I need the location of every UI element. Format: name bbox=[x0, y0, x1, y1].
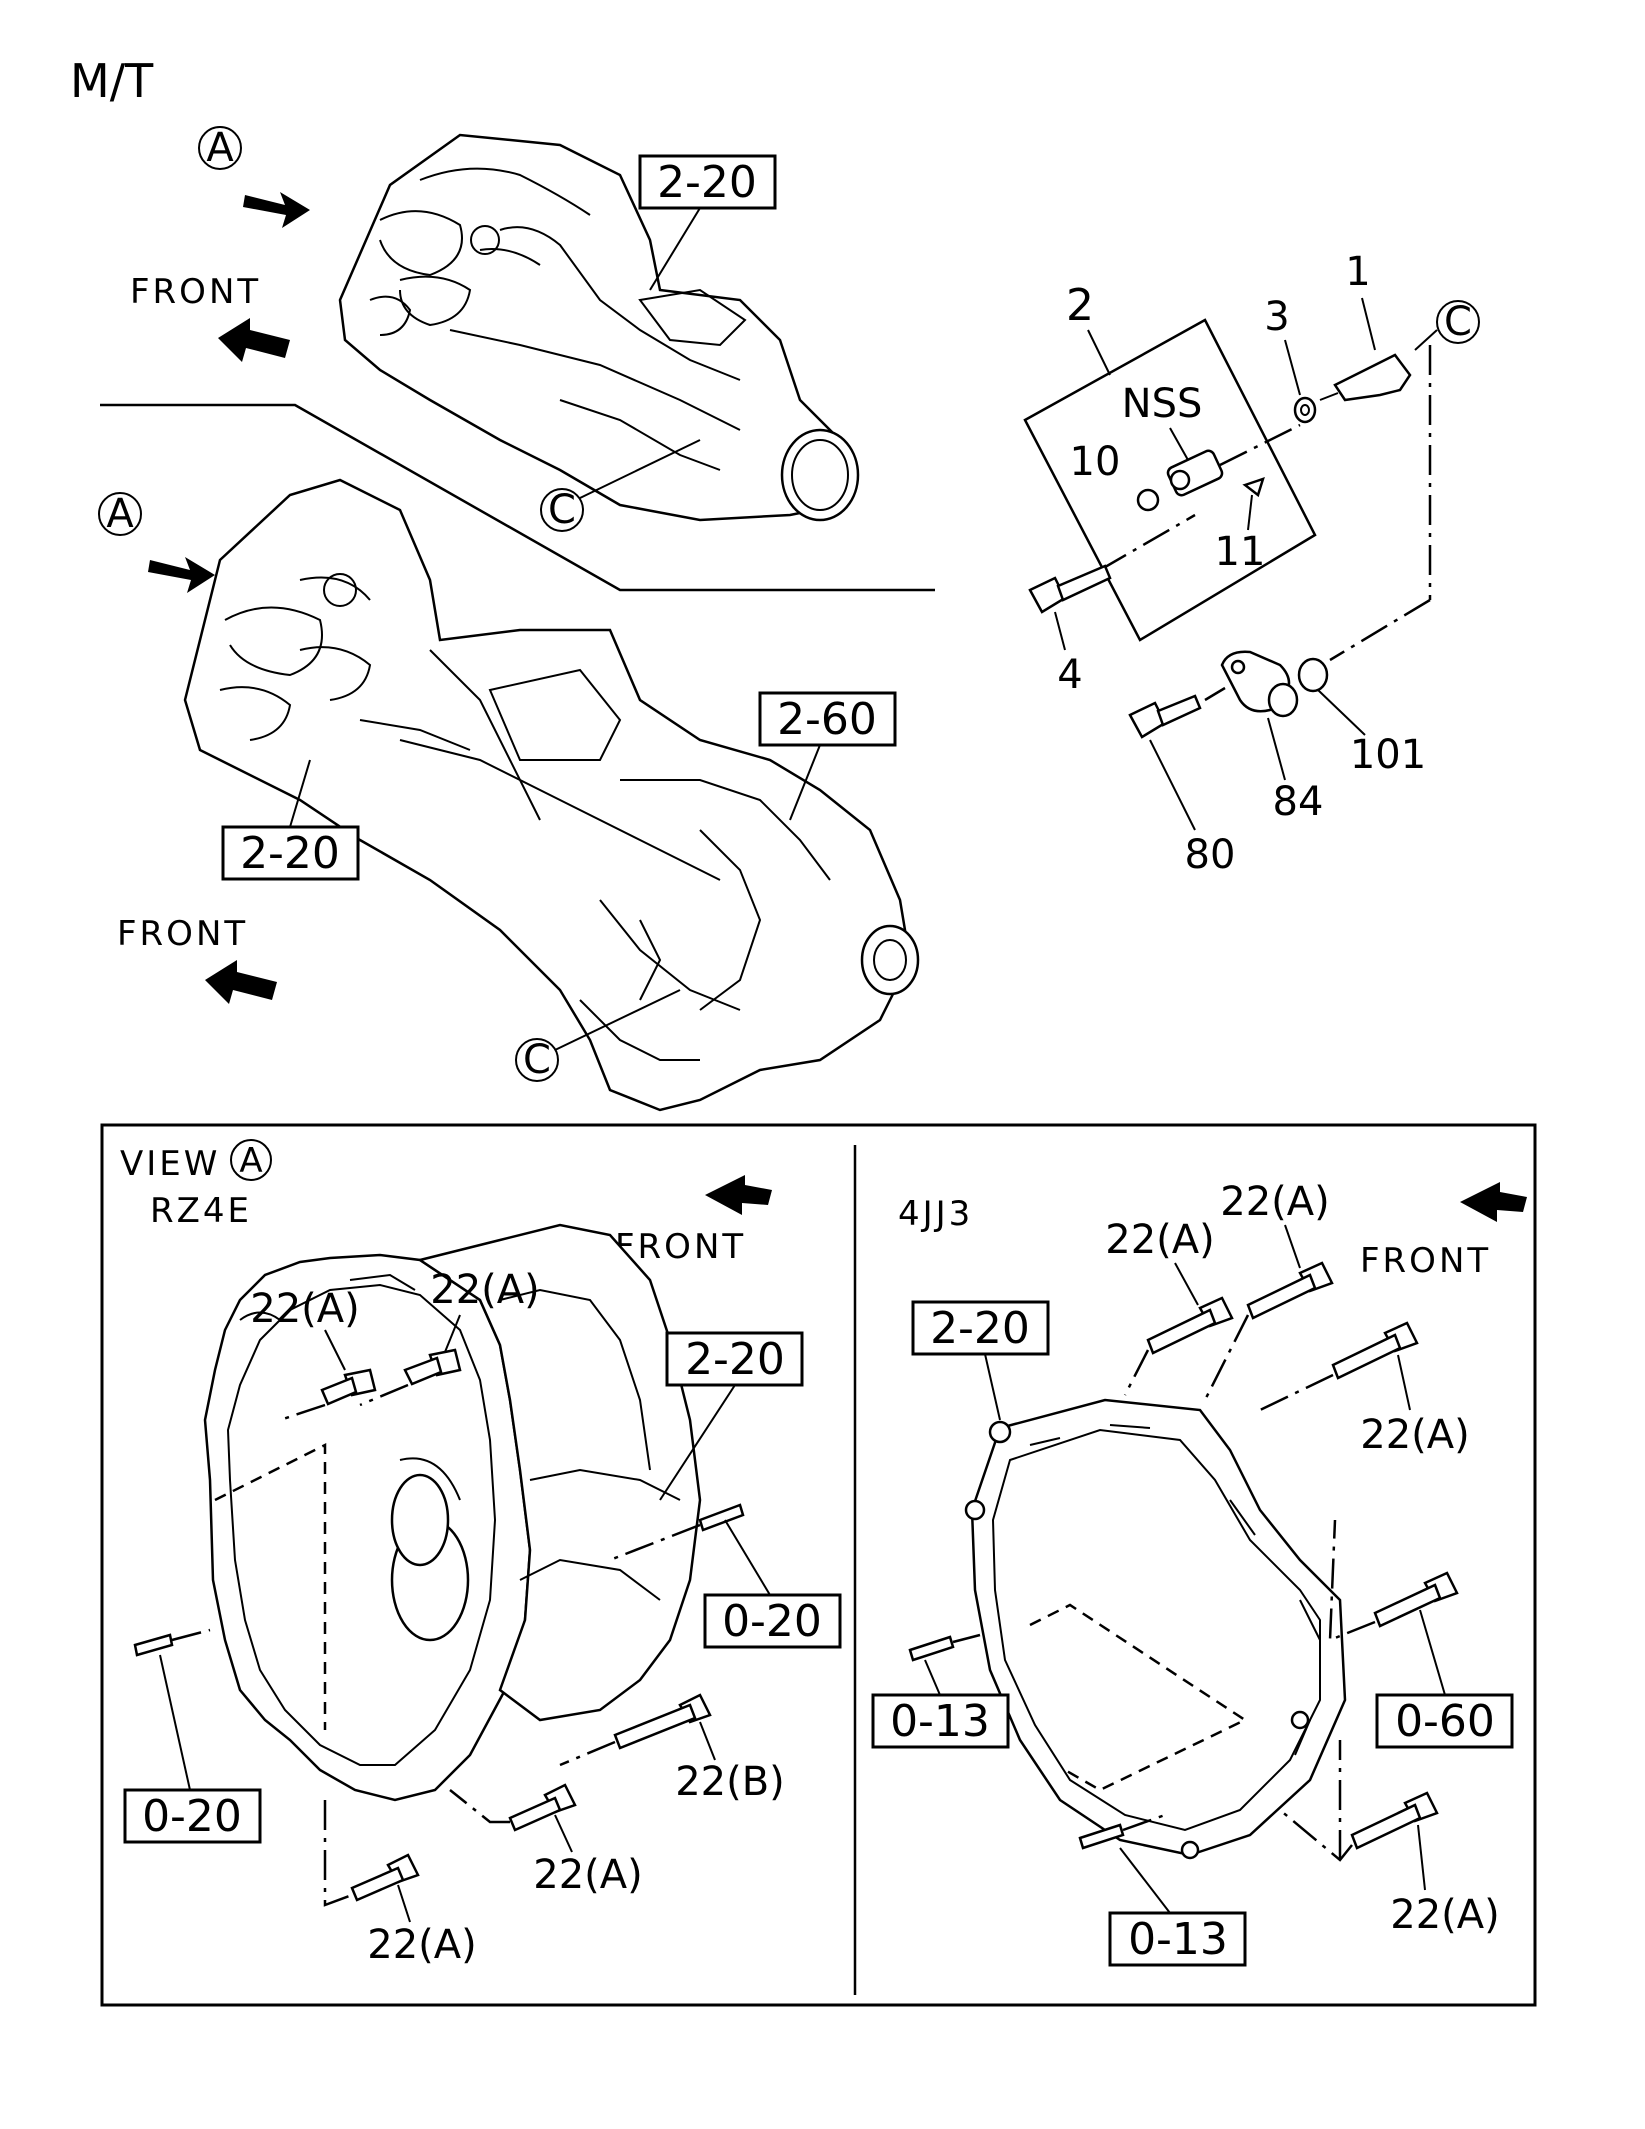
svg-text:80: 80 bbox=[1185, 832, 1236, 878]
svg-text:A: A bbox=[239, 1141, 262, 1181]
part-101-oring bbox=[1297, 657, 1329, 693]
svg-text:11: 11 bbox=[1215, 529, 1266, 575]
svg-text:22(A): 22(A) bbox=[250, 1286, 359, 1332]
part-1-sensor bbox=[1333, 353, 1412, 402]
circle-a-marker bbox=[198, 126, 242, 170]
svg-text:2-20: 2-20 bbox=[657, 157, 757, 208]
svg-text:A: A bbox=[106, 491, 134, 537]
circle-a-marker bbox=[230, 1139, 272, 1181]
ref-box-0-20 bbox=[123, 1788, 262, 1844]
part-4-bolt bbox=[1028, 576, 1067, 614]
svg-text:NSS: NSS bbox=[1122, 381, 1203, 427]
svg-text:0-20: 0-20 bbox=[142, 1791, 242, 1842]
upper-labels: A FRONT 2-20 C bbox=[130, 125, 777, 533]
dowel-pin bbox=[133, 1633, 174, 1657]
front-arrow-icon bbox=[705, 1175, 772, 1215]
svg-text:2-60: 2-60 bbox=[777, 694, 877, 745]
4jj3-adapter-plate bbox=[970, 1398, 1347, 1857]
front-label: FRONT bbox=[1360, 1241, 1491, 1281]
svg-text:22(A): 22(A) bbox=[430, 1267, 539, 1313]
svg-text:0-13: 0-13 bbox=[890, 1696, 990, 1747]
svg-text:0-20: 0-20 bbox=[722, 1596, 822, 1647]
svg-text:22(A): 22(A) bbox=[1220, 1179, 1329, 1225]
sensor-exploded-view: 2 NSS 10 11 3 1 C 4 bbox=[1023, 249, 1480, 878]
svg-text:2-20: 2-20 bbox=[240, 828, 340, 879]
svg-text:101: 101 bbox=[1350, 732, 1426, 778]
svg-text:C: C bbox=[1444, 299, 1472, 345]
svg-text:2: 2 bbox=[1066, 280, 1094, 331]
arrow-icon bbox=[148, 557, 215, 593]
model-label-4jj3: 4JJ3 bbox=[898, 1194, 973, 1234]
svg-text:84: 84 bbox=[1273, 779, 1324, 825]
circle-c-marker bbox=[1436, 300, 1480, 344]
ref-box-2-20 bbox=[638, 154, 777, 210]
part-10 bbox=[1136, 488, 1160, 512]
svg-text:4: 4 bbox=[1057, 652, 1082, 698]
front-arrow-icon bbox=[1460, 1182, 1527, 1222]
upper-transmission bbox=[338, 133, 860, 522]
part-11 bbox=[1242, 477, 1265, 498]
part-3-washer bbox=[1293, 396, 1317, 424]
circle-c-marker bbox=[540, 488, 584, 532]
ref-box-2-20 bbox=[221, 825, 360, 881]
front-arrow-icon bbox=[205, 960, 277, 1004]
svg-text:22(A): 22(A) bbox=[367, 1922, 476, 1968]
svg-text:22(A): 22(A) bbox=[1390, 1892, 1499, 1938]
svg-text:C: C bbox=[548, 487, 576, 533]
dowel-pin bbox=[698, 1503, 745, 1532]
dowel-pin bbox=[1078, 1823, 1125, 1850]
svg-text:2-20: 2-20 bbox=[685, 1334, 785, 1385]
ref-box-0-13 bbox=[871, 1693, 1010, 1749]
part-80-bolt bbox=[1128, 701, 1167, 739]
divider-line bbox=[100, 403, 935, 592]
front-label: FRONT bbox=[130, 272, 261, 312]
view-heading: VIEW bbox=[120, 1144, 220, 1184]
svg-text:0-13: 0-13 bbox=[1128, 1914, 1228, 1965]
svg-text:22(A): 22(A) bbox=[1360, 1412, 1469, 1458]
svg-text:22(B): 22(B) bbox=[675, 1759, 785, 1805]
svg-text:A: A bbox=[206, 125, 234, 171]
svg-text:0-60: 0-60 bbox=[1395, 1696, 1495, 1747]
lower-transmission bbox=[183, 478, 920, 1112]
svg-text:C: C bbox=[523, 1037, 551, 1083]
svg-text:22(A): 22(A) bbox=[1105, 1217, 1214, 1263]
svg-text:2-20: 2-20 bbox=[930, 1303, 1030, 1354]
ref-box-0-60 bbox=[1375, 1693, 1514, 1749]
svg-text:3: 3 bbox=[1264, 294, 1289, 340]
diagram-title: M/T bbox=[70, 54, 154, 108]
arrow-icon bbox=[243, 192, 310, 228]
model-label-rz4e: RZ4E bbox=[150, 1191, 252, 1231]
view-a-right-4jj3: 4JJ3 FRONT 2-20 22(A) 22(A) 22(A) bbox=[871, 1179, 1527, 1967]
svg-text:10: 10 bbox=[1070, 439, 1121, 485]
svg-text:1: 1 bbox=[1345, 249, 1370, 295]
circle-c-marker bbox=[515, 1038, 559, 1082]
ref-box-0-13 bbox=[1108, 1911, 1247, 1967]
front-label: FRONT bbox=[615, 1227, 746, 1267]
ref-box-0-20 bbox=[703, 1593, 842, 1649]
view-a-left-rz4e: VIEW A RZ4E FRONT 22(A) 22(A) 2-20 bbox=[120, 1139, 842, 1968]
ref-box-2-20 bbox=[911, 1300, 1050, 1356]
front-arrow-icon bbox=[218, 318, 290, 362]
front-label: FRONT bbox=[117, 914, 248, 954]
circle-a-marker bbox=[98, 492, 142, 536]
svg-text:22(A): 22(A) bbox=[533, 1852, 642, 1898]
ref-box-2-20 bbox=[665, 1331, 804, 1387]
dowel-pin bbox=[908, 1635, 955, 1662]
lower-labels: A 2-60 2-20 FRONT C bbox=[98, 491, 897, 1083]
ref-box-2-60 bbox=[758, 691, 897, 747]
